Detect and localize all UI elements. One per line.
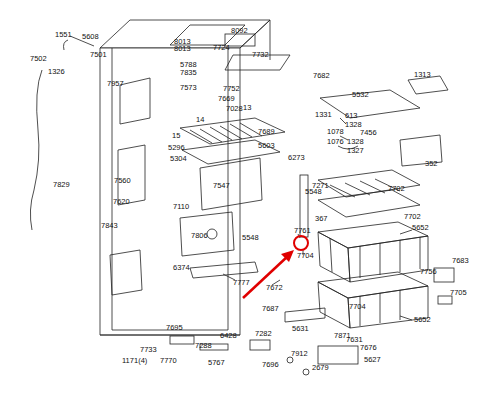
- callout-number: 7777: [233, 279, 250, 287]
- callout-number: 7702: [404, 213, 421, 221]
- callout-number: 6273: [288, 154, 305, 162]
- callout-number: 7806: [191, 232, 208, 240]
- callout-number: 1326: [48, 68, 65, 76]
- callout-number: 7732: [252, 51, 269, 59]
- callout-number: 7547: [213, 182, 230, 190]
- callout-number: 1327: [347, 147, 364, 155]
- callout-number: 7573: [180, 84, 197, 92]
- callout-number: 7669: [218, 95, 235, 103]
- callout-number: 14: [196, 116, 204, 124]
- callout-number: 1328: [347, 138, 364, 146]
- callout-number: 7704: [349, 303, 366, 311]
- callout-number: 7282: [255, 330, 272, 338]
- callout-number: 7631: [346, 336, 363, 344]
- callout-number: 7502: [30, 55, 47, 63]
- callout-number: 7501: [90, 51, 107, 59]
- callout-number: 5631: [292, 325, 309, 333]
- callout-number: 1171(4): [122, 357, 147, 365]
- callout-number: 7696: [262, 361, 279, 369]
- callout-number: 7683: [452, 257, 469, 265]
- callout-number: 13: [243, 104, 251, 112]
- callout-number: 7672: [266, 284, 283, 292]
- callout-number: 7687: [262, 305, 279, 313]
- callout-number: 7756: [420, 268, 437, 276]
- callout-number: 7957: [107, 80, 124, 88]
- callout-number: 5788: [180, 61, 197, 69]
- callout-number: 7028: [226, 105, 243, 113]
- callout-number: 2679: [312, 364, 329, 372]
- callout-number: 5608: [82, 33, 99, 41]
- callout-number: 15: [172, 132, 180, 140]
- callout-number: 7829: [53, 181, 70, 189]
- callout-number: 1078: [327, 128, 344, 136]
- callout-number: 7702: [388, 185, 405, 193]
- callout-number: 1328: [345, 121, 362, 129]
- callout-number: 7456: [360, 129, 377, 137]
- callout-number: 7733: [140, 346, 157, 354]
- callout-number: 1076: [327, 138, 344, 146]
- callout-number: 8092: [231, 27, 248, 35]
- callout-number: 7705: [450, 289, 467, 297]
- callout-number: 1551: [55, 31, 72, 39]
- callout-number: 613: [345, 112, 358, 120]
- callout-number: 7912: [291, 350, 308, 358]
- callout-number: 6428: [220, 332, 237, 340]
- callout-number: 7843: [101, 222, 118, 230]
- callout-number: 5548: [242, 234, 259, 242]
- callout-number: 5603: [258, 142, 275, 150]
- callout-number: 5304: [170, 155, 187, 163]
- callout-number: 1313: [414, 71, 431, 79]
- callout-number: 5767: [208, 359, 225, 367]
- callout-number: 367: [315, 215, 328, 223]
- callout-number: 7770: [160, 357, 177, 365]
- callout-number: 6374: [173, 264, 190, 272]
- callout-number: 352: [425, 160, 438, 168]
- callout-number: 7724: [213, 44, 230, 52]
- callout-number: 7288: [195, 342, 212, 350]
- callout-number: 7761: [294, 227, 311, 235]
- callout-number: 7620: [113, 198, 130, 206]
- callout-number: 7676: [360, 344, 377, 352]
- callout-number: 7682: [313, 72, 330, 80]
- callout-number: 5532: [352, 91, 369, 99]
- callout-number: 1331: [315, 111, 332, 119]
- callout-number: 7835: [180, 69, 197, 77]
- callout-number: 7695: [166, 324, 183, 332]
- callout-number: 5627: [364, 356, 381, 364]
- callout-number: 5652: [414, 316, 431, 324]
- callout-number: 7271: [312, 182, 329, 190]
- callout-number: 5652: [412, 224, 429, 232]
- callout-number: 8013: [174, 45, 191, 53]
- callout-number: 7110: [173, 203, 189, 211]
- callout-number: 7752: [223, 85, 240, 93]
- callout-number: 5296: [168, 144, 185, 152]
- callout-number: 7689: [258, 128, 275, 136]
- callout-number: 7704: [297, 252, 314, 260]
- callout-number: 7560: [114, 177, 131, 185]
